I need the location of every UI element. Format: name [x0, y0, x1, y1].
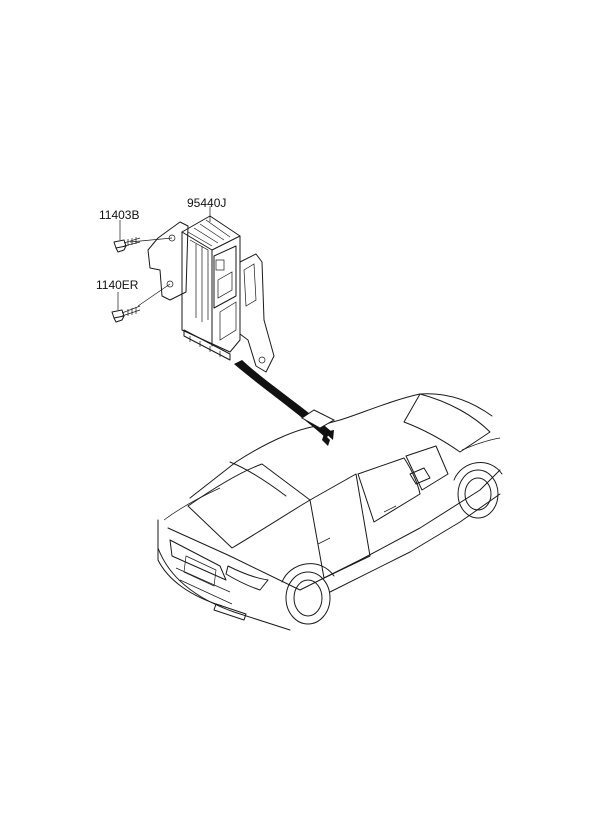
bolt-1140er[interactable] — [111, 305, 141, 323]
callout-1140er[interactable]: 1140ER — [96, 278, 139, 292]
callout-95440j[interactable]: 95440J — [187, 196, 227, 210]
leader-lines — [117, 206, 211, 310]
callout-11403b[interactable]: 11403B — [99, 208, 140, 222]
pointer-tip-icon — [324, 430, 334, 440]
vehicle-illustration — [157, 393, 503, 631]
control-module-unit[interactable] — [147, 215, 275, 373]
bolt-11403b[interactable] — [113, 237, 141, 253]
